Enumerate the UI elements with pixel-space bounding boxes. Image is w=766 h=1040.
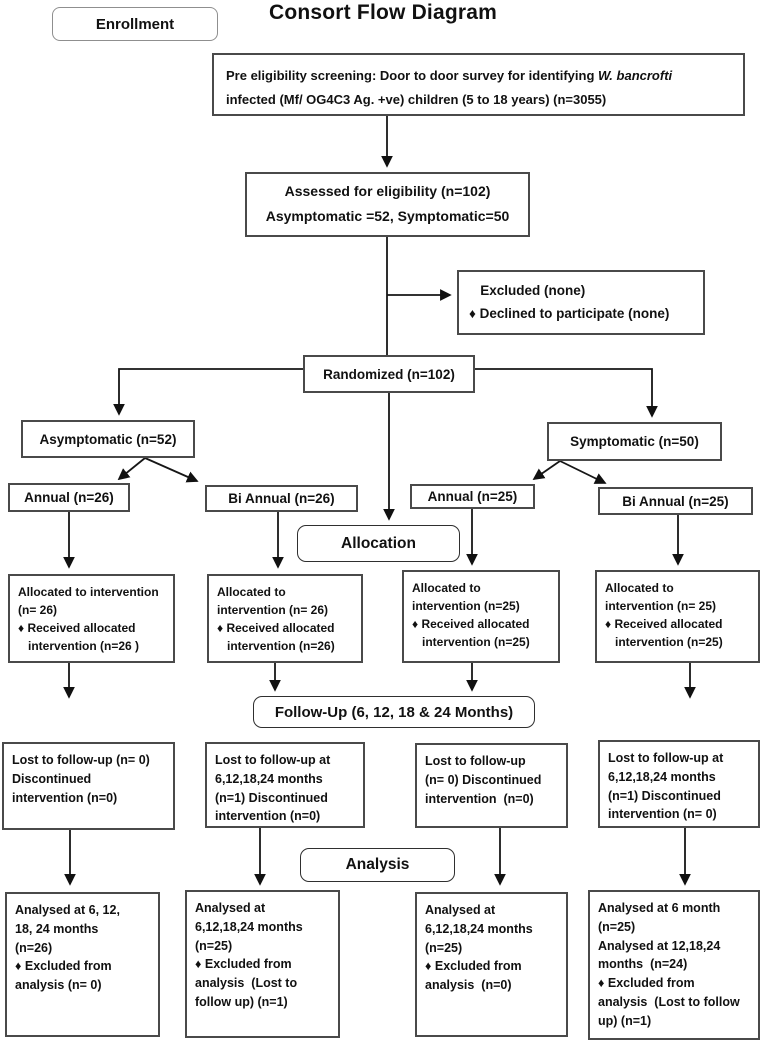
box-allocated-annual-asym: Allocated to intervention (n= 26) ♦ Rece… (8, 574, 175, 663)
box-analysed-annual-sym: Analysed at 6,12,18,24 months (n=25) ♦ E… (415, 892, 568, 1037)
box-assessed-for-eligibility: Assessed for eligibility (n=102) Asympto… (245, 172, 530, 237)
arrow-asymptomatic-to-annual (117, 457, 146, 481)
box-analysed-biannual-asym: Analysed at 6,12,18,24 months (n=25) ♦ E… (185, 890, 340, 1038)
box-allocated-biannual-sym: Allocated to intervention (n= 25) ♦ Rece… (595, 570, 760, 663)
box-lost-biannual-asym: Lost to follow-up at 6,12,18,24 months (… (205, 742, 365, 828)
box-allocated-annual-sym: Allocated to intervention (n=25) ♦ Recei… (402, 570, 560, 663)
box-annual-symptomatic: Annual (n=25) (410, 484, 535, 509)
stage-label-enrollment: Enrollment (52, 7, 218, 41)
box-lost-annual-sym: Lost to follow-up (n= 0) Discontinued in… (415, 743, 568, 828)
arrow-randomized-to-asymptomatic (113, 368, 303, 416)
box-excluded: Excluded (none) ♦ Declined to participat… (457, 270, 705, 335)
box-biannual-asymptomatic: Bi Annual (n=26) (205, 485, 358, 512)
pre-eligibility-line2: infected (Mf/ OG4C3 Ag. +ve) children (5… (226, 92, 607, 108)
box-allocated-biannual-asym: Allocated to intervention (n= 26) ♦ Rece… (207, 574, 363, 663)
arrow-asymptomatic-to-biannual (144, 457, 199, 483)
stage-label-analysis: Analysis (300, 848, 455, 882)
assessed-line1: Assessed for eligibility (n=102) (284, 183, 491, 199)
box-lost-biannual-sym: Lost to follow-up at 6,12,18,24 months (… (598, 740, 760, 828)
arrow-symptomatic-to-annual (532, 460, 561, 480)
box-asymptomatic-arm: Asymptomatic (n=52) (21, 420, 195, 458)
box-pre-eligibility-screening: Pre eligibility screening: Door to door … (212, 53, 745, 116)
box-analysed-biannual-sym: Analysed at 6 month (n=25) Analysed at 1… (588, 890, 760, 1040)
page-title: Consort Flow Diagram (268, 1, 498, 24)
box-lost-annual-asym: Lost to follow-up (n= 0) Discontinued in… (2, 742, 175, 830)
arrow-symptomatic-to-biannual (559, 460, 607, 484)
box-randomized: Randomized (n=102) (303, 355, 475, 393)
pre-eligibility-species-italic: W. bancrofti (598, 68, 673, 83)
stage-label-allocation: Allocation (297, 525, 460, 562)
box-analysed-annual-asym: Analysed at 6, 12, 18, 24 months (n=26) … (5, 892, 160, 1037)
stage-label-followup: Follow-Up (6, 12, 18 & 24 Months) (253, 696, 535, 728)
assessed-line2: Asymptomatic =52, Symptomatic=50 (265, 208, 510, 224)
box-annual-asymptomatic: Annual (n=26) (8, 483, 130, 512)
box-symptomatic-arm: Symptomatic (n=50) (547, 422, 722, 461)
pre-eligibility-text: Pre eligibility screening: Door to door … (226, 68, 598, 83)
arrow-randomized-to-symptomatic (475, 368, 658, 418)
box-biannual-symptomatic: Bi Annual (n=25) (598, 487, 753, 515)
